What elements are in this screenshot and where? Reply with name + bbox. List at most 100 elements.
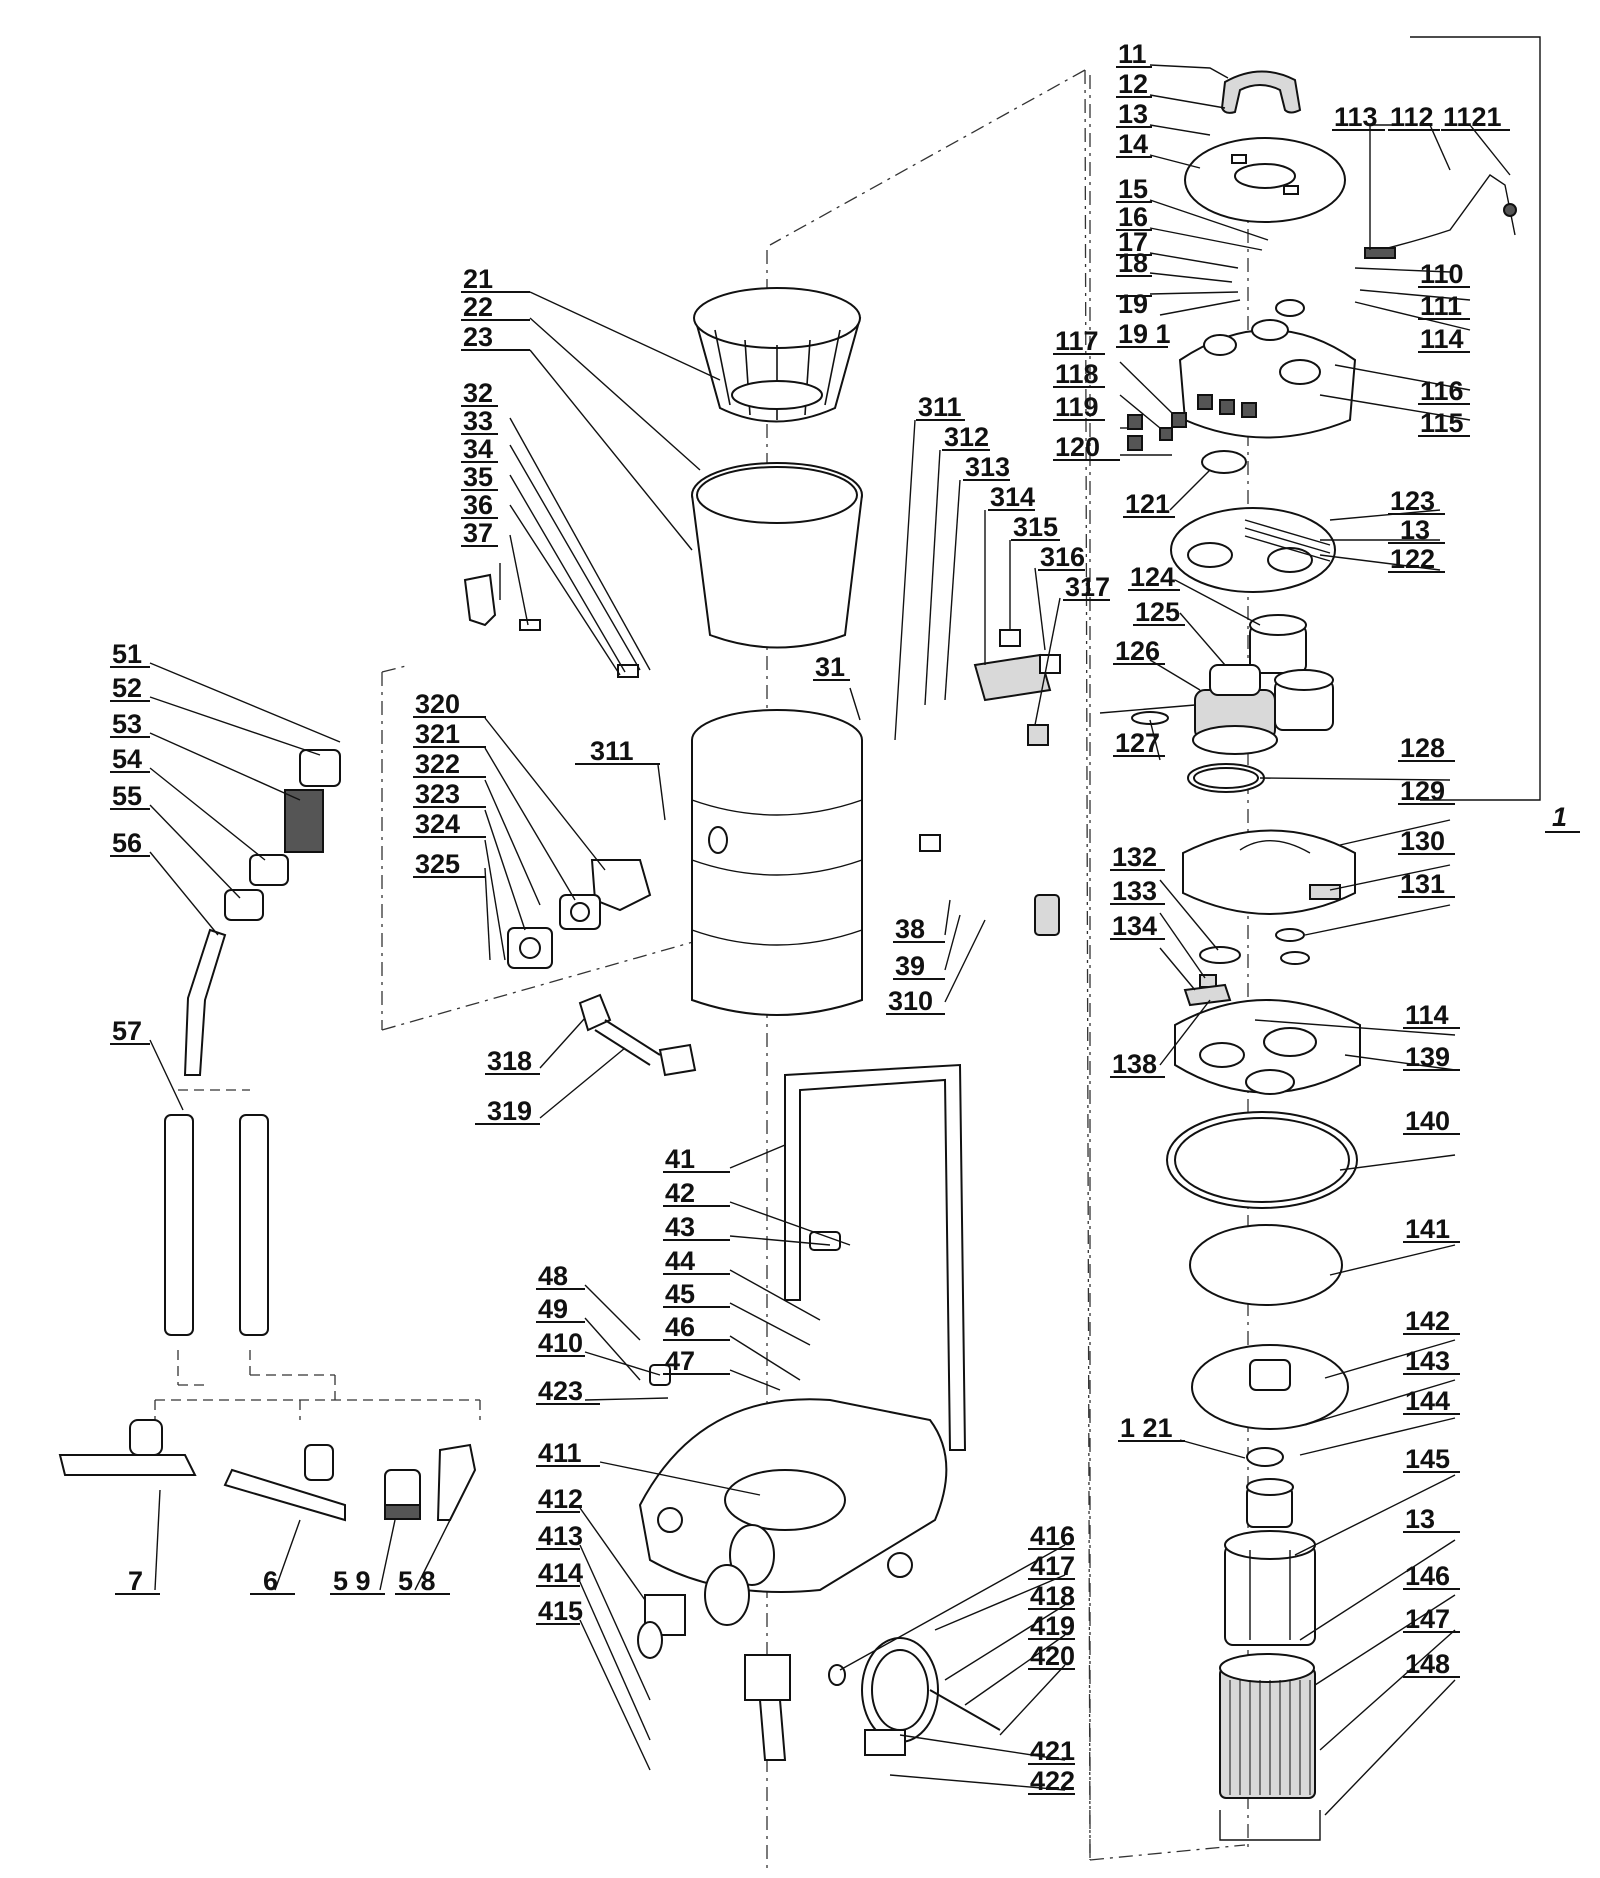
label-32: 32 xyxy=(463,378,493,408)
label-35: 35 xyxy=(463,462,493,492)
label-113: 113 xyxy=(1334,102,1378,132)
label-130: 130 xyxy=(1400,826,1445,856)
label-320: 320 xyxy=(415,689,460,719)
label-17: 17 xyxy=(1118,227,1148,257)
label-140: 140 xyxy=(1405,1106,1450,1136)
label-148: 148 xyxy=(1405,1649,1450,1679)
leader-lines xyxy=(149,64,1511,1816)
label-122: 122 xyxy=(1390,544,1435,574)
label-147: 147 xyxy=(1405,1604,1450,1634)
label-47: 47 xyxy=(665,1346,695,1376)
trolley-frame-part xyxy=(784,1063,967,1451)
parts xyxy=(58,70,1517,1841)
label-1: 1 xyxy=(1552,802,1567,832)
label-311b: 311 xyxy=(590,736,634,766)
wand-left-part xyxy=(164,1114,194,1336)
label-22: 22 xyxy=(463,292,493,322)
part-labels: 11 12 13 14 15 16 17 18 19 19 1 113 112 … xyxy=(110,39,1510,1796)
label-110: 110 xyxy=(1420,259,1464,289)
label-143: 143 xyxy=(1405,1346,1450,1376)
label-53: 53 xyxy=(112,709,142,739)
caster-plate-2-part xyxy=(744,1654,791,1701)
label-123: 123 xyxy=(1390,486,1435,516)
baffle-part xyxy=(1182,829,1356,915)
label-14: 14 xyxy=(1118,129,1148,159)
label-11: 11 xyxy=(1118,39,1147,69)
label-23: 23 xyxy=(463,322,493,352)
label-54: 54 xyxy=(112,744,142,774)
label-325: 325 xyxy=(415,849,460,879)
label-115: 115 xyxy=(1420,408,1464,438)
label-121: 121 xyxy=(1125,489,1170,519)
label-114b: 114 xyxy=(1405,1000,1449,1030)
label-57: 57 xyxy=(112,1016,142,1046)
tub-part xyxy=(691,494,863,649)
label-118: 118 xyxy=(1055,359,1099,389)
label-416: 416 xyxy=(1030,1521,1075,1551)
label-142: 142 xyxy=(1405,1306,1450,1336)
label-46: 46 xyxy=(665,1312,695,1342)
label-146: 146 xyxy=(1405,1561,1450,1591)
label-48: 48 xyxy=(538,1261,568,1291)
label-120: 120 xyxy=(1055,432,1100,462)
label-114a: 114 xyxy=(1420,324,1464,354)
label-421: 421 xyxy=(1030,1736,1075,1766)
label-125: 125 xyxy=(1135,597,1180,627)
latch-part xyxy=(973,653,1052,702)
label-312: 312 xyxy=(944,422,989,452)
label-41: 41 xyxy=(665,1144,695,1174)
label-310: 310 xyxy=(888,986,933,1016)
gasket-141-part xyxy=(1189,1224,1343,1306)
label-111: 111 xyxy=(1420,291,1462,321)
label-51: 51 xyxy=(112,639,142,669)
label-322: 322 xyxy=(415,749,460,779)
label-317: 317 xyxy=(1065,572,1110,602)
label-316: 316 xyxy=(1040,542,1085,572)
label-112: 112 xyxy=(1390,102,1434,132)
inlet-part xyxy=(590,859,652,912)
label-7: 7 xyxy=(128,1566,143,1596)
label-413: 413 xyxy=(538,1521,583,1551)
label-52: 52 xyxy=(112,673,142,703)
label-13b: 13 xyxy=(1400,515,1430,545)
label-18: 18 xyxy=(1118,248,1148,278)
label-13a: 13 xyxy=(1118,99,1148,129)
label-315: 315 xyxy=(1013,512,1058,542)
tool-6-part xyxy=(223,1468,346,1522)
label-414: 414 xyxy=(538,1558,583,1588)
label-31: 31 xyxy=(815,652,845,682)
label-410: 410 xyxy=(538,1328,583,1358)
label-418: 418 xyxy=(1030,1581,1075,1611)
label-145: 145 xyxy=(1405,1444,1450,1474)
floor-tool-part xyxy=(58,1454,197,1476)
label-133: 133 xyxy=(1112,876,1157,906)
label-1121: 1121 xyxy=(1443,102,1502,132)
crevice-tool-part xyxy=(436,1443,477,1521)
label-128: 128 xyxy=(1400,733,1445,763)
wand-right-part xyxy=(239,1114,269,1336)
label-129: 129 xyxy=(1400,776,1445,806)
label-417: 417 xyxy=(1030,1551,1075,1581)
bent-wand-part xyxy=(183,928,227,1076)
label-127: 127 xyxy=(1115,728,1160,758)
label-56: 56 xyxy=(112,828,142,858)
label-141: 141 xyxy=(1405,1214,1450,1244)
label-45: 45 xyxy=(665,1279,695,1309)
label-313: 313 xyxy=(965,452,1010,482)
label-422: 422 xyxy=(1030,1766,1075,1796)
label-6: 6 xyxy=(263,1566,278,1596)
label-1-21: 1 21 xyxy=(1120,1413,1173,1443)
label-420: 420 xyxy=(1030,1641,1075,1671)
handle-part xyxy=(1220,70,1302,114)
label-117: 117 xyxy=(1055,326,1099,356)
label-423: 423 xyxy=(538,1376,583,1406)
label-311a: 311 xyxy=(918,392,962,422)
label-319: 319 xyxy=(487,1096,532,1126)
label-138: 138 xyxy=(1112,1049,1157,1079)
label-132: 132 xyxy=(1112,842,1157,872)
assembly-1-bracket: 1 xyxy=(1410,36,1580,833)
wheel-front-part xyxy=(729,1524,775,1586)
label-21: 21 xyxy=(463,264,493,294)
label-119: 119 xyxy=(1055,392,1099,422)
